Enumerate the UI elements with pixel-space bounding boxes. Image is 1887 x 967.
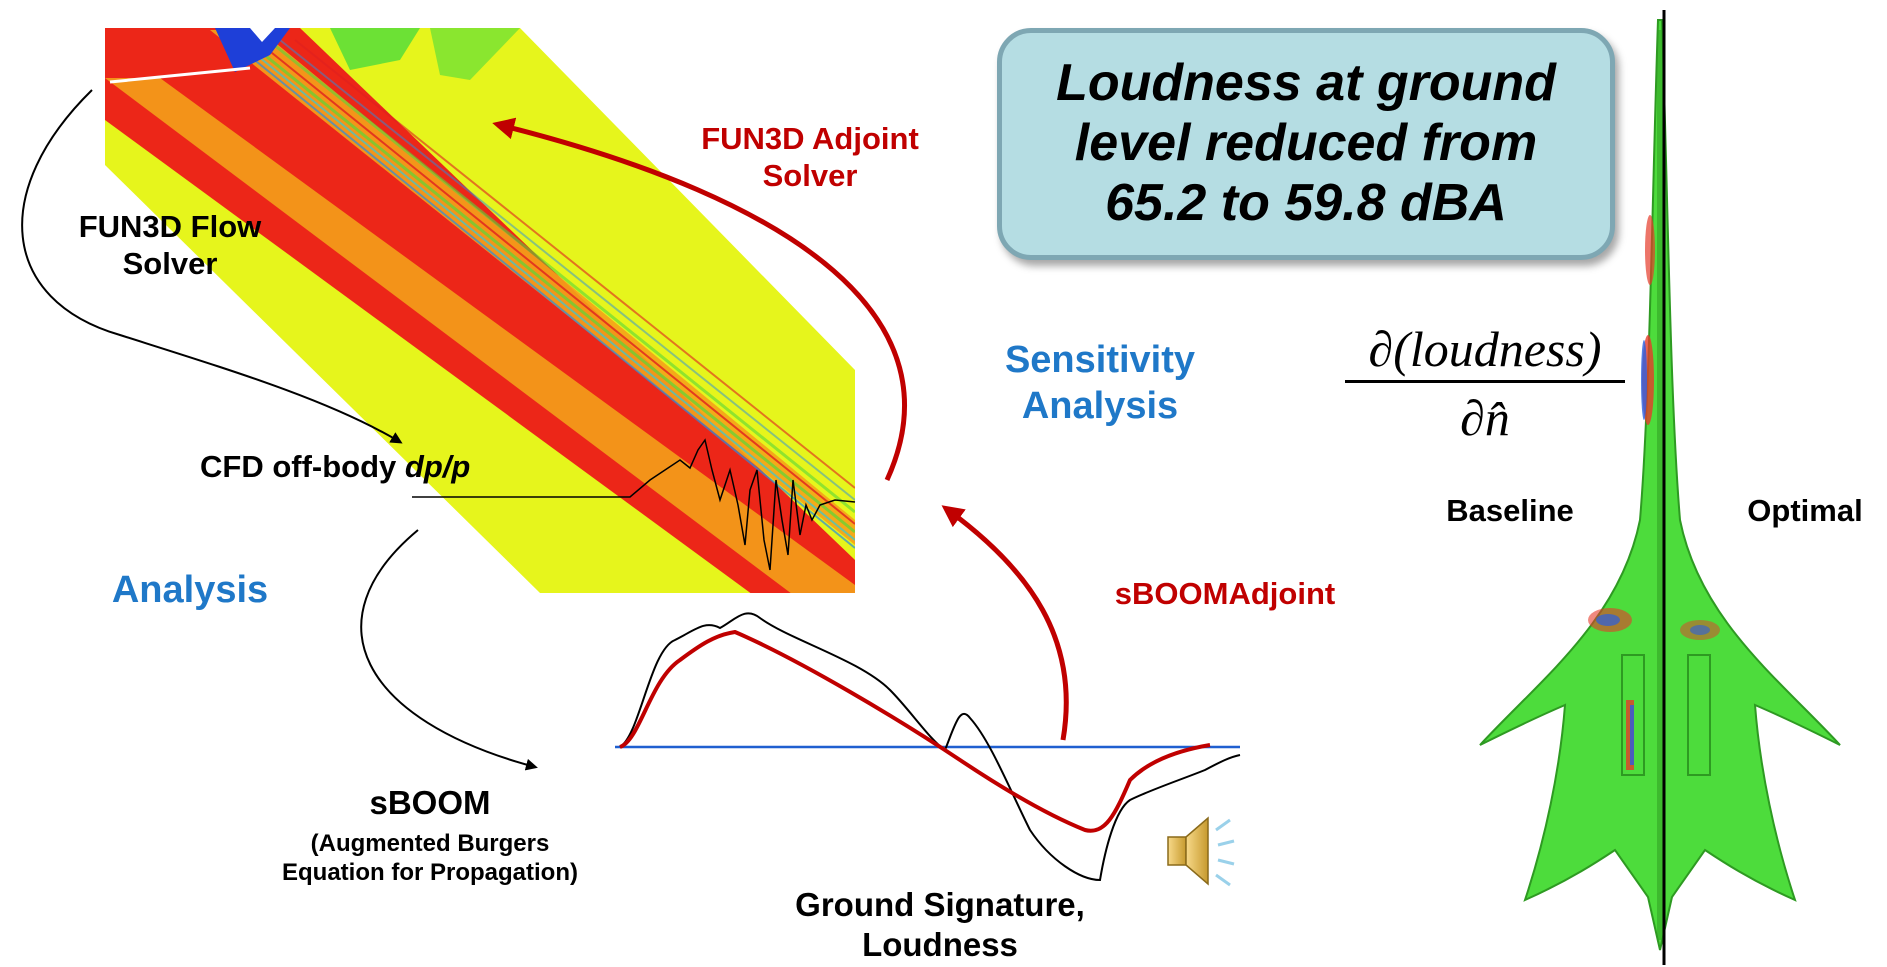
baseline-signature-curve (619, 612, 1241, 882)
cfd-offbody-text: CFD off-body (200, 449, 405, 484)
baseline-label: Baseline (1446, 493, 1574, 528)
propagation-arrow (360, 529, 538, 771)
ground-signature-plot (615, 612, 1241, 882)
sboom-title-label: sBOOM (369, 784, 491, 821)
aircraft-planform (1479, 10, 1841, 965)
optimal-label: Optimal (1747, 493, 1863, 528)
optimal-signature-curve (619, 629, 1211, 833)
sboom-subtitle-label: (Augmented Burgers Equation for Propagat… (282, 830, 578, 886)
ground-signature-label: Ground Signature, Loudness (795, 886, 1085, 963)
cfd-pressure-field (105, 28, 855, 593)
flow-solver-arrow (21, 89, 403, 444)
sboom-adjoint-arrow (941, 505, 1069, 741)
cfd-offbody-dpdp: dp/p (404, 449, 471, 484)
adjoint-arrow (492, 117, 907, 482)
formula-fraction-bar (1345, 380, 1625, 383)
formula-denominator: ∂n̂ (1460, 390, 1510, 446)
formula-numerator: ∂(loudness) (1368, 321, 1602, 377)
sensitivity-formula: ∂(loudness) ∂n̂ (1345, 320, 1625, 447)
sboom-adjoint-label: sBOOMAdjoint (1114, 576, 1336, 611)
analysis-label: Analysis (111, 569, 269, 611)
cfd-offbody-label: CFD off-body dp/p (200, 448, 560, 485)
loudness-callout: Loudness at ground level reduced from 65… (997, 28, 1615, 260)
sensitivity-analysis-label: Sensitivity Analysis (1004, 339, 1196, 427)
adjoint-solver-label: FUN3D Adjoint Solver (701, 121, 919, 194)
speaker-icon[interactable] (1167, 816, 1235, 887)
loudness-callout-text: Loudness at ground level reduced from 65… (1056, 54, 1556, 232)
offbody-pressure-trace (412, 438, 856, 571)
flow-solver-label: FUN3D Flow Solver (78, 209, 262, 282)
